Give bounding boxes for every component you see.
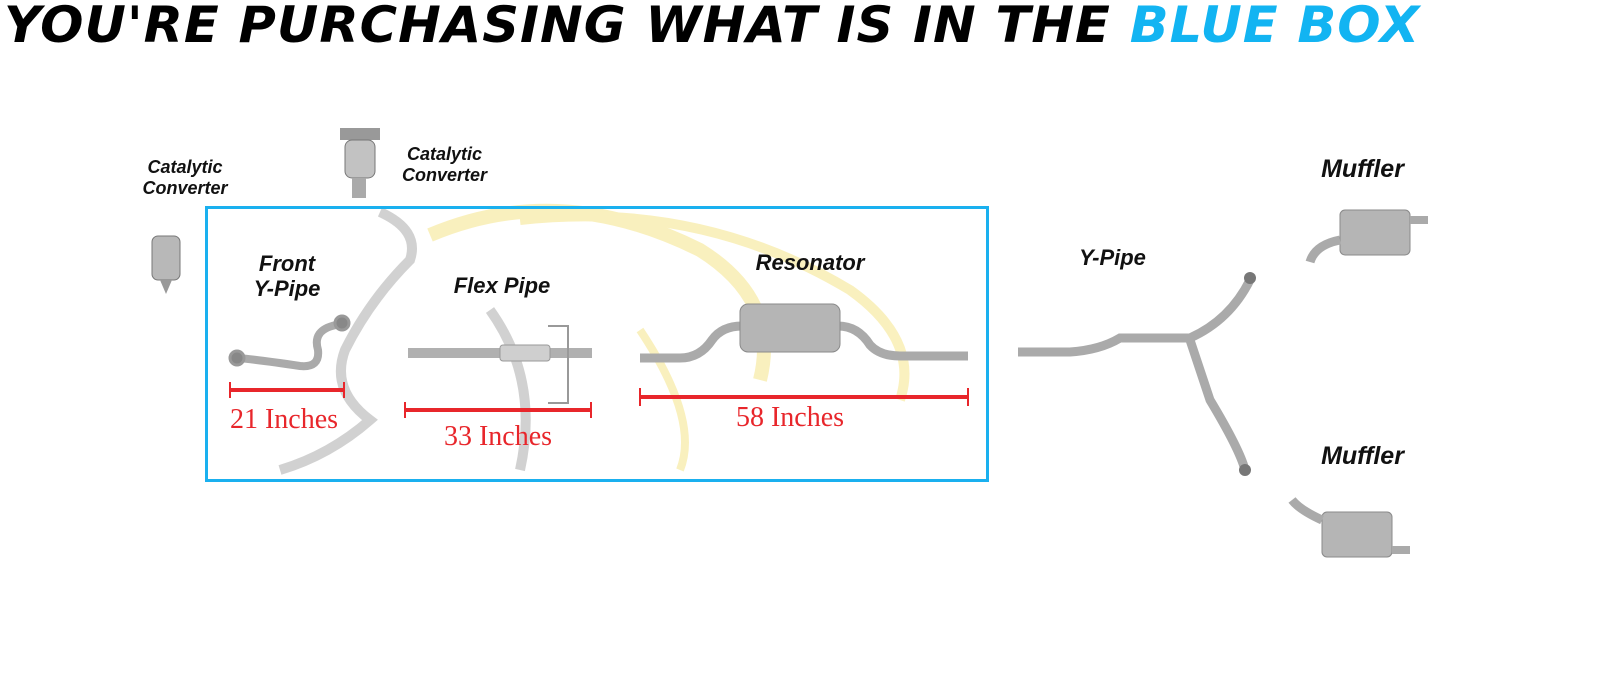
purchase-highlight-box — [205, 206, 989, 482]
flex-pipe-icon — [408, 325, 592, 404]
title-text: YOU'RE PURCHASING WHAT IS IN THE — [4, 0, 1111, 54]
catalytic-converter-icon — [340, 128, 380, 198]
muffler-icon — [1305, 209, 1428, 264]
catalytic-converter-icon — [151, 235, 181, 294]
front-y-pipe-icon — [228, 314, 351, 371]
label-front-y-pipe: Front Y-Pipe — [253, 251, 321, 302]
measure-line-58 — [639, 388, 969, 406]
label-y-pipe: Y-Pipe — [1079, 245, 1146, 270]
y-pipe-icon — [1018, 272, 1256, 476]
measure-line-33 — [404, 402, 592, 418]
title-highlight: BLUE BOX — [1129, 0, 1421, 54]
measurement-resonator: 58 Inches — [735, 402, 845, 433]
label-catalytic-converter-1: Catalytic Converter — [142, 157, 228, 198]
measurement-front-y-pipe: 21 Inches — [229, 404, 339, 435]
measure-line-21 — [229, 382, 345, 398]
label-catalytic-converter-2: Catalytic Converter — [401, 144, 488, 185]
muffler-icon — [1288, 497, 1410, 558]
label-muffler-top: Muffler — [1321, 155, 1404, 183]
resonator-icon — [640, 303, 968, 363]
measurement-flex-pipe: 33 Inches — [443, 421, 553, 452]
label-muffler-bottom: Muffler — [1321, 442, 1404, 470]
label-resonator: Resonator — [755, 250, 865, 275]
label-flex-pipe: Flex Pipe — [453, 273, 551, 298]
page-title: YOU'RE PURCHASING WHAT IS IN THE BLUE BO… — [4, 0, 1420, 54]
